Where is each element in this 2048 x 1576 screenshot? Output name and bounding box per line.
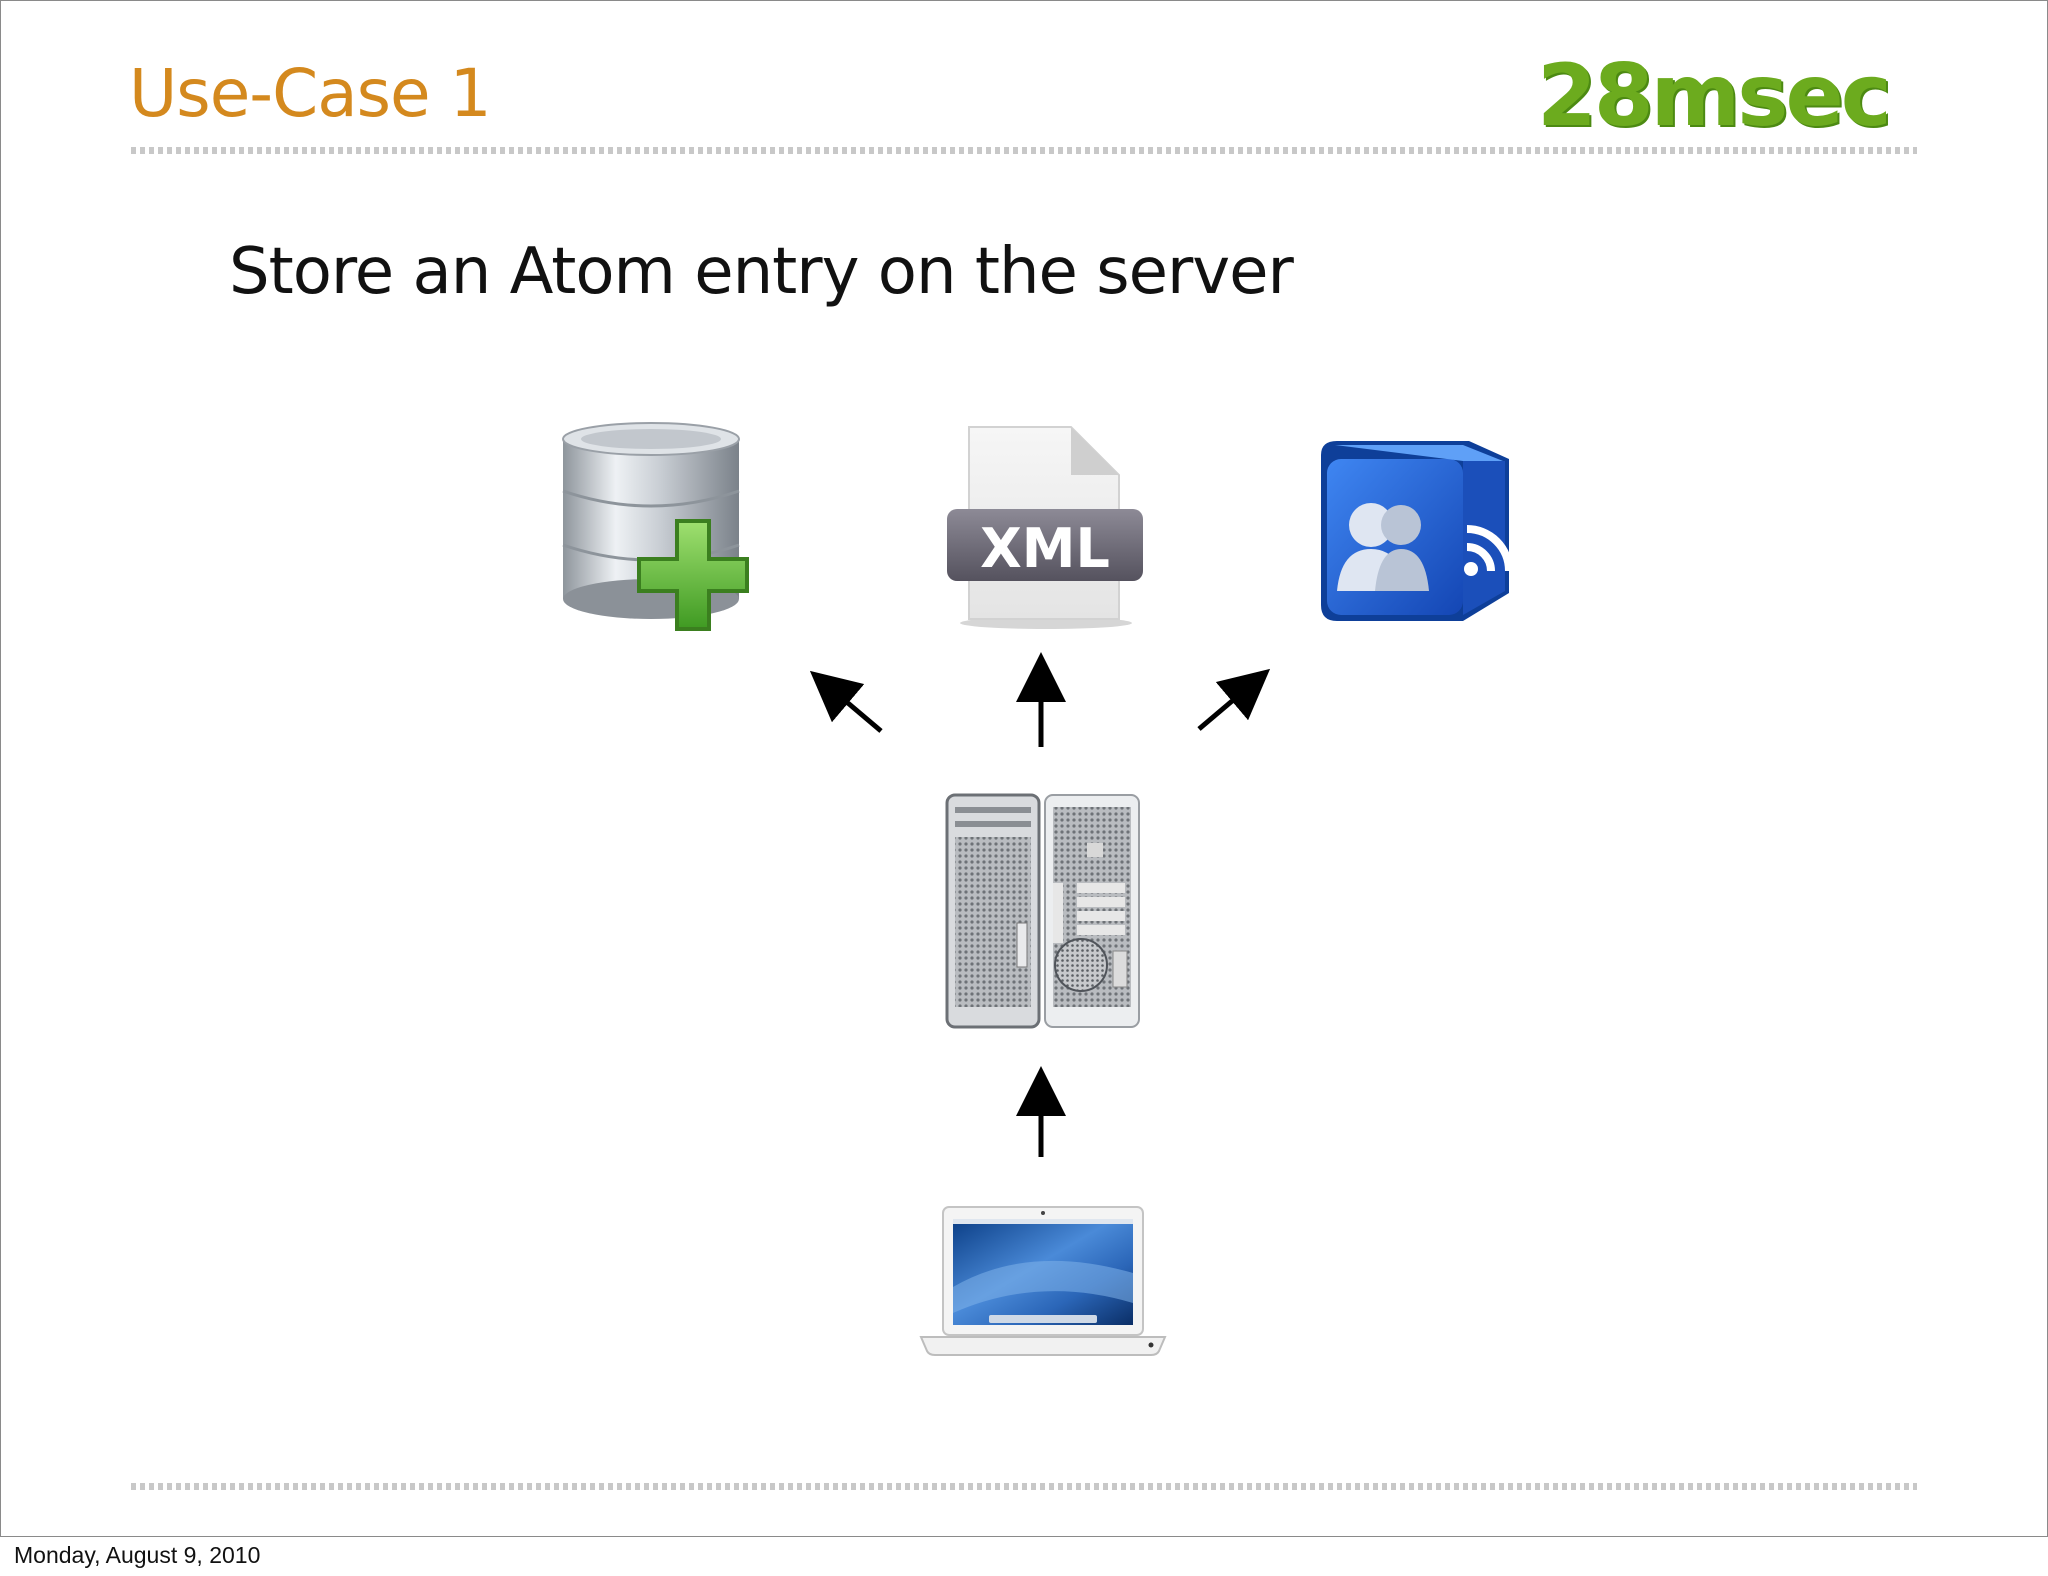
server-tower-icon bbox=[945, 793, 1140, 1029]
laptop-icon bbox=[919, 1206, 1167, 1356]
slide: Use-Case 1 28msec Store an Atom entry on… bbox=[0, 0, 2048, 1537]
database-add-icon bbox=[562, 422, 749, 631]
arrow-to-feed bbox=[1197, 668, 1271, 731]
footer-date: Monday, August 9, 2010 bbox=[14, 1542, 261, 1568]
top-divider bbox=[131, 147, 1917, 154]
bottom-divider bbox=[131, 1483, 1917, 1490]
logo-28msec: 28msec bbox=[1537, 46, 1892, 146]
arrow-to-database bbox=[809, 670, 883, 733]
connection-arrows bbox=[809, 652, 1271, 1157]
xml-label: XML bbox=[980, 517, 1110, 580]
atom-feed-cube-icon bbox=[1321, 441, 1513, 621]
slide-subtitle: Store an Atom entry on the server bbox=[229, 235, 1294, 309]
slide-title: Use-Case 1 bbox=[129, 55, 492, 132]
xml-file-icon: XML bbox=[947, 426, 1143, 629]
